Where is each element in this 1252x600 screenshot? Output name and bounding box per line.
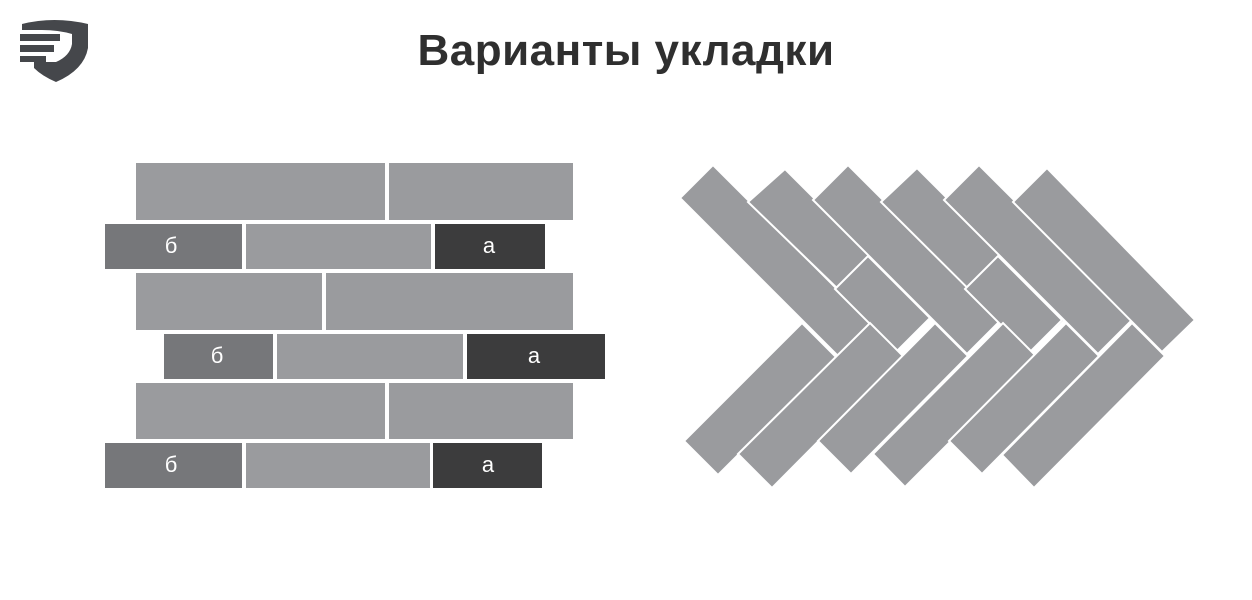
tile-a <box>467 334 605 379</box>
tile-b <box>105 224 242 269</box>
herringbone-pattern <box>678 163 1197 490</box>
herringbone-tile <box>1000 321 1167 490</box>
tile-a-label: а <box>528 343 541 368</box>
tile-b-label: б <box>165 452 178 477</box>
tile-standard <box>136 163 385 220</box>
tile-standard <box>136 273 322 330</box>
herringbone-tile <box>816 321 970 476</box>
tile-a-label: а <box>482 452 495 477</box>
offset-pattern: б а б а б а <box>105 163 605 488</box>
page-title: Варианты укладки <box>417 26 835 75</box>
tile-a <box>433 443 542 488</box>
tile-standard <box>136 383 385 439</box>
tile-a-label: а <box>483 233 496 258</box>
tile-b <box>105 443 242 488</box>
tile-standard <box>389 163 573 220</box>
tile-standard <box>389 383 573 439</box>
tile-a <box>435 224 545 269</box>
tile-standard <box>277 334 463 379</box>
tile-standard <box>246 224 431 269</box>
tile-standard <box>246 443 430 488</box>
tile-standard <box>326 273 573 330</box>
herringbone-tile <box>1011 166 1197 354</box>
tile-b <box>164 334 273 379</box>
tile-b-label: б <box>165 233 178 258</box>
tile-b-label: б <box>211 343 224 368</box>
shield-logo-icon <box>20 20 88 82</box>
